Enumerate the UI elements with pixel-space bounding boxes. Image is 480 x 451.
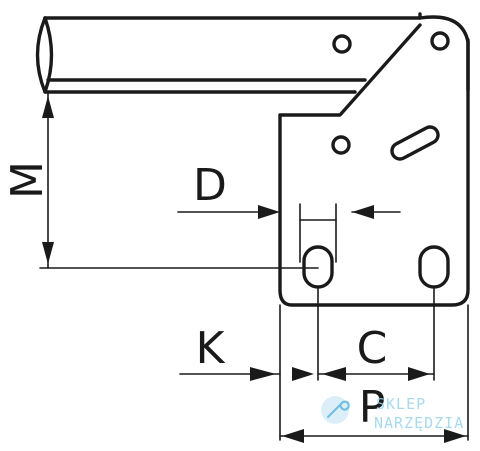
bracket-plate	[278, 12, 470, 307]
hole-upper-left	[332, 34, 352, 54]
watermark: SKLEP NARZĘDZIA	[321, 395, 464, 432]
dimension-k-c	[179, 287, 435, 441]
label-d: D	[193, 160, 227, 211]
slot-right	[418, 245, 450, 289]
watermark-line1: SKLEP	[376, 395, 426, 413]
slot-left	[302, 245, 334, 289]
label-p: P	[359, 382, 386, 433]
dimension-p	[279, 304, 469, 443]
hole-upper-right	[430, 31, 450, 51]
slot-slanted	[390, 125, 440, 161]
label-c: C	[357, 323, 388, 374]
hole-middle	[331, 135, 351, 155]
dimension-m	[39, 91, 319, 269]
label-k: K	[196, 323, 226, 374]
lever-handle	[35, 15, 470, 94]
dimension-d	[177, 203, 401, 263]
wrench-icon	[326, 400, 350, 419]
label-m: M	[2, 161, 53, 199]
watermark-line2: NARZĘDZIA	[374, 414, 464, 432]
